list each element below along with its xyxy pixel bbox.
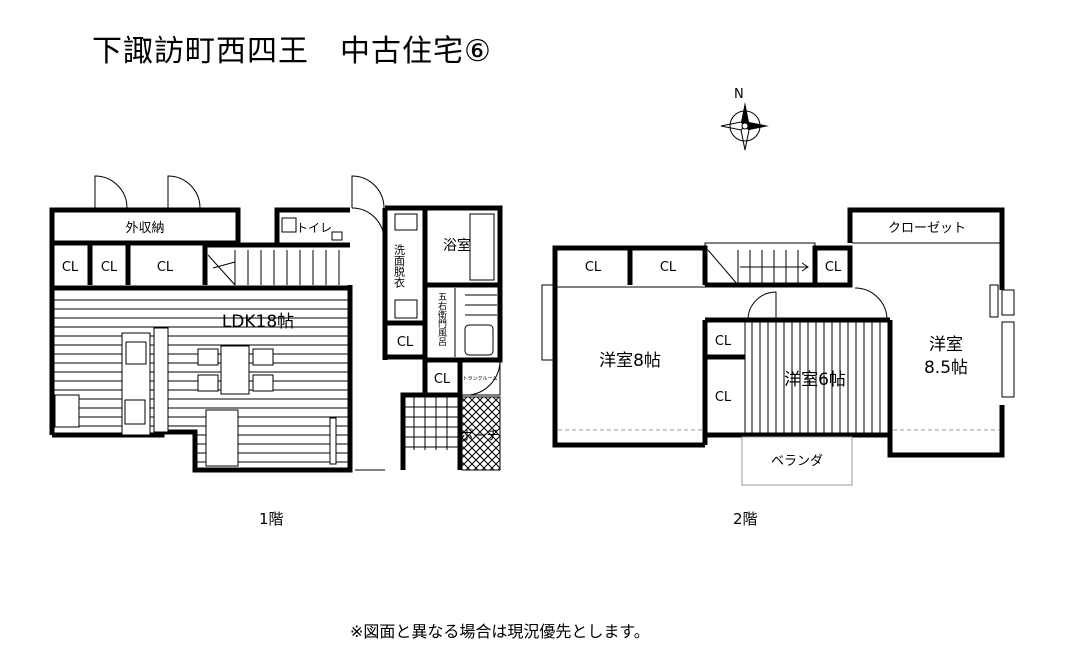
room-toilet: トイレ xyxy=(296,221,332,235)
room-western-8: 洋室8帖 xyxy=(599,351,661,371)
room-porch: ポーチ xyxy=(460,429,499,444)
room-f2-cl-3: CL xyxy=(825,260,842,275)
room-closet: クローゼット xyxy=(888,221,966,236)
compass-north-label: N xyxy=(734,87,744,102)
room-f1-cl-2: CL xyxy=(101,260,118,275)
floor2-plan xyxy=(541,207,1015,486)
room-balcony: ベランダ xyxy=(771,454,823,469)
room-f1-cl-4: CL xyxy=(397,335,414,350)
compass-icon xyxy=(720,102,769,151)
room-western-85-name: 洋室 xyxy=(929,335,963,355)
room-trunk-room: トランクルーム xyxy=(463,376,498,382)
floor1-label: 1階 xyxy=(259,510,284,528)
footer-note: ※図面と異なる場合は現況優先とします。 xyxy=(350,622,650,641)
room-western-85-size: 8.5帖 xyxy=(924,358,968,378)
room-outdoor-storage: 外収納 xyxy=(125,221,164,236)
page-title: 下諏訪町西四王 中古住宅⑥ xyxy=(92,34,492,69)
room-goemon-bath: 五右衛門風呂 xyxy=(436,292,447,347)
room-f1-cl-1: CL xyxy=(62,260,79,275)
room-ldk: LDK18帖 xyxy=(222,312,294,332)
room-f2-cl-2: CL xyxy=(660,260,677,275)
room-f1-cl-3: CL xyxy=(157,260,174,275)
room-f2-cl-4: CL xyxy=(715,334,732,349)
room-f1-cl-5: CL xyxy=(434,372,451,387)
floor1-plan xyxy=(49,175,503,473)
room-washroom: 洗面脱衣 xyxy=(393,244,406,288)
room-f2-cl-5: CL xyxy=(715,390,732,405)
room-western-6: 洋室6帖 xyxy=(784,370,846,390)
room-bathroom: 浴室 xyxy=(443,237,471,254)
floor2-label: 2階 xyxy=(733,510,758,528)
room-f2-cl-1: CL xyxy=(585,260,602,275)
